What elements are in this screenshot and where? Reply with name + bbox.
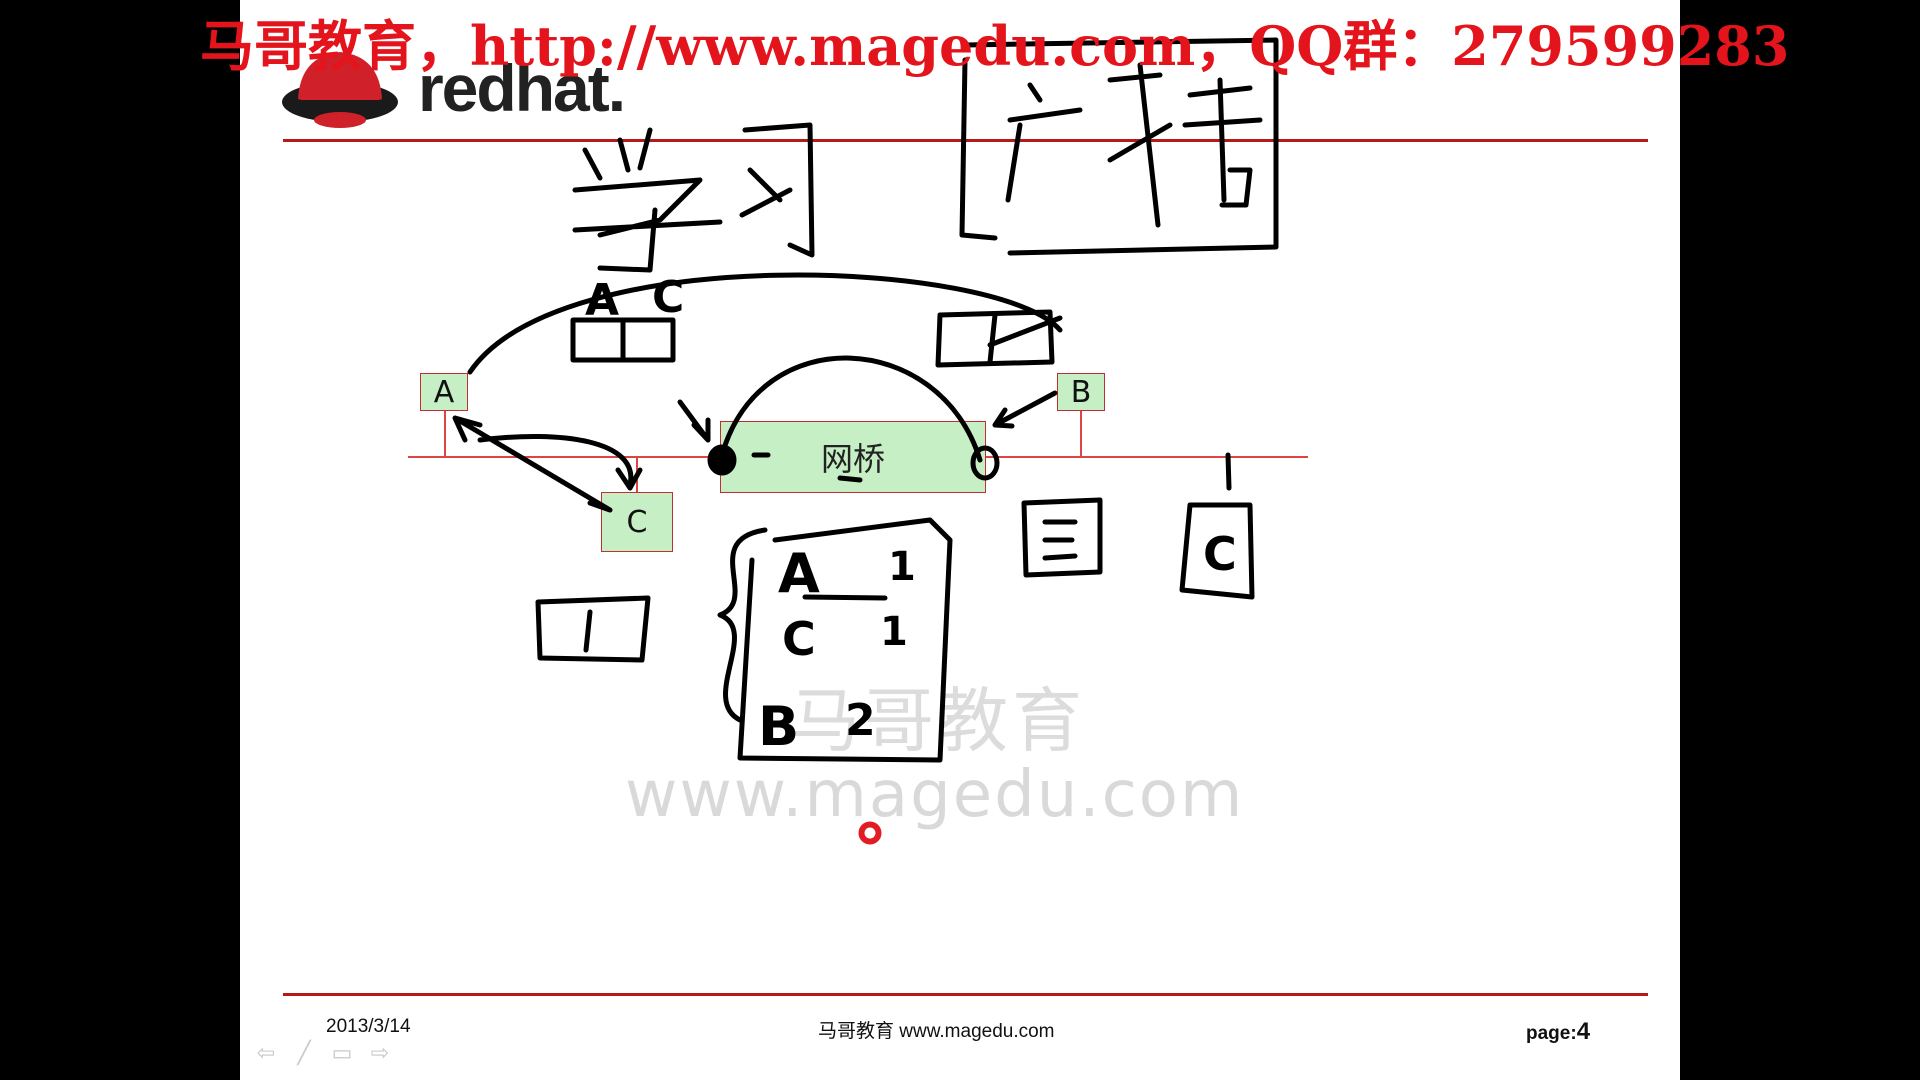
footer-rule	[283, 993, 1648, 996]
page-prefix: page:	[1526, 1023, 1577, 1044]
slide	[240, 0, 1680, 1080]
host-c-drop	[636, 456, 638, 492]
menu-icon[interactable]: ▭	[331, 1040, 353, 1065]
footer-brand: 马哥教育 www.magedu.com	[818, 1021, 1055, 1042]
page-number: 4	[1576, 1018, 1591, 1045]
redhat-wordmark: redhat.	[418, 51, 626, 125]
watermark-url: www.magedu.com	[625, 758, 1245, 832]
footer-date: 2013/3/14	[326, 1016, 411, 1037]
footer-page: page:4	[1526, 1018, 1590, 1046]
host-b-node: B	[1057, 373, 1105, 411]
host-a-node: A	[420, 373, 468, 411]
watermark-brand: 马哥教育	[790, 680, 1086, 762]
redhat-shadowman-icon	[282, 52, 398, 128]
header-rule	[283, 139, 1648, 142]
bridge-node: 网桥	[720, 421, 986, 493]
prev-arrow-icon[interactable]: ⇦	[256, 1040, 276, 1065]
pen-icon[interactable]: ╱	[297, 1040, 311, 1065]
host-b-drop	[1080, 410, 1082, 456]
host-a-drop	[444, 410, 446, 456]
slide-nav: ⇦ ╱ ▭ ⇨	[254, 1040, 392, 1065]
host-c-node: C	[601, 492, 673, 552]
next-arrow-icon[interactable]: ⇨	[370, 1040, 390, 1065]
promo-banner: 马哥教育，http://www.magedu.com，QQ群：279599283	[200, 14, 1790, 78]
